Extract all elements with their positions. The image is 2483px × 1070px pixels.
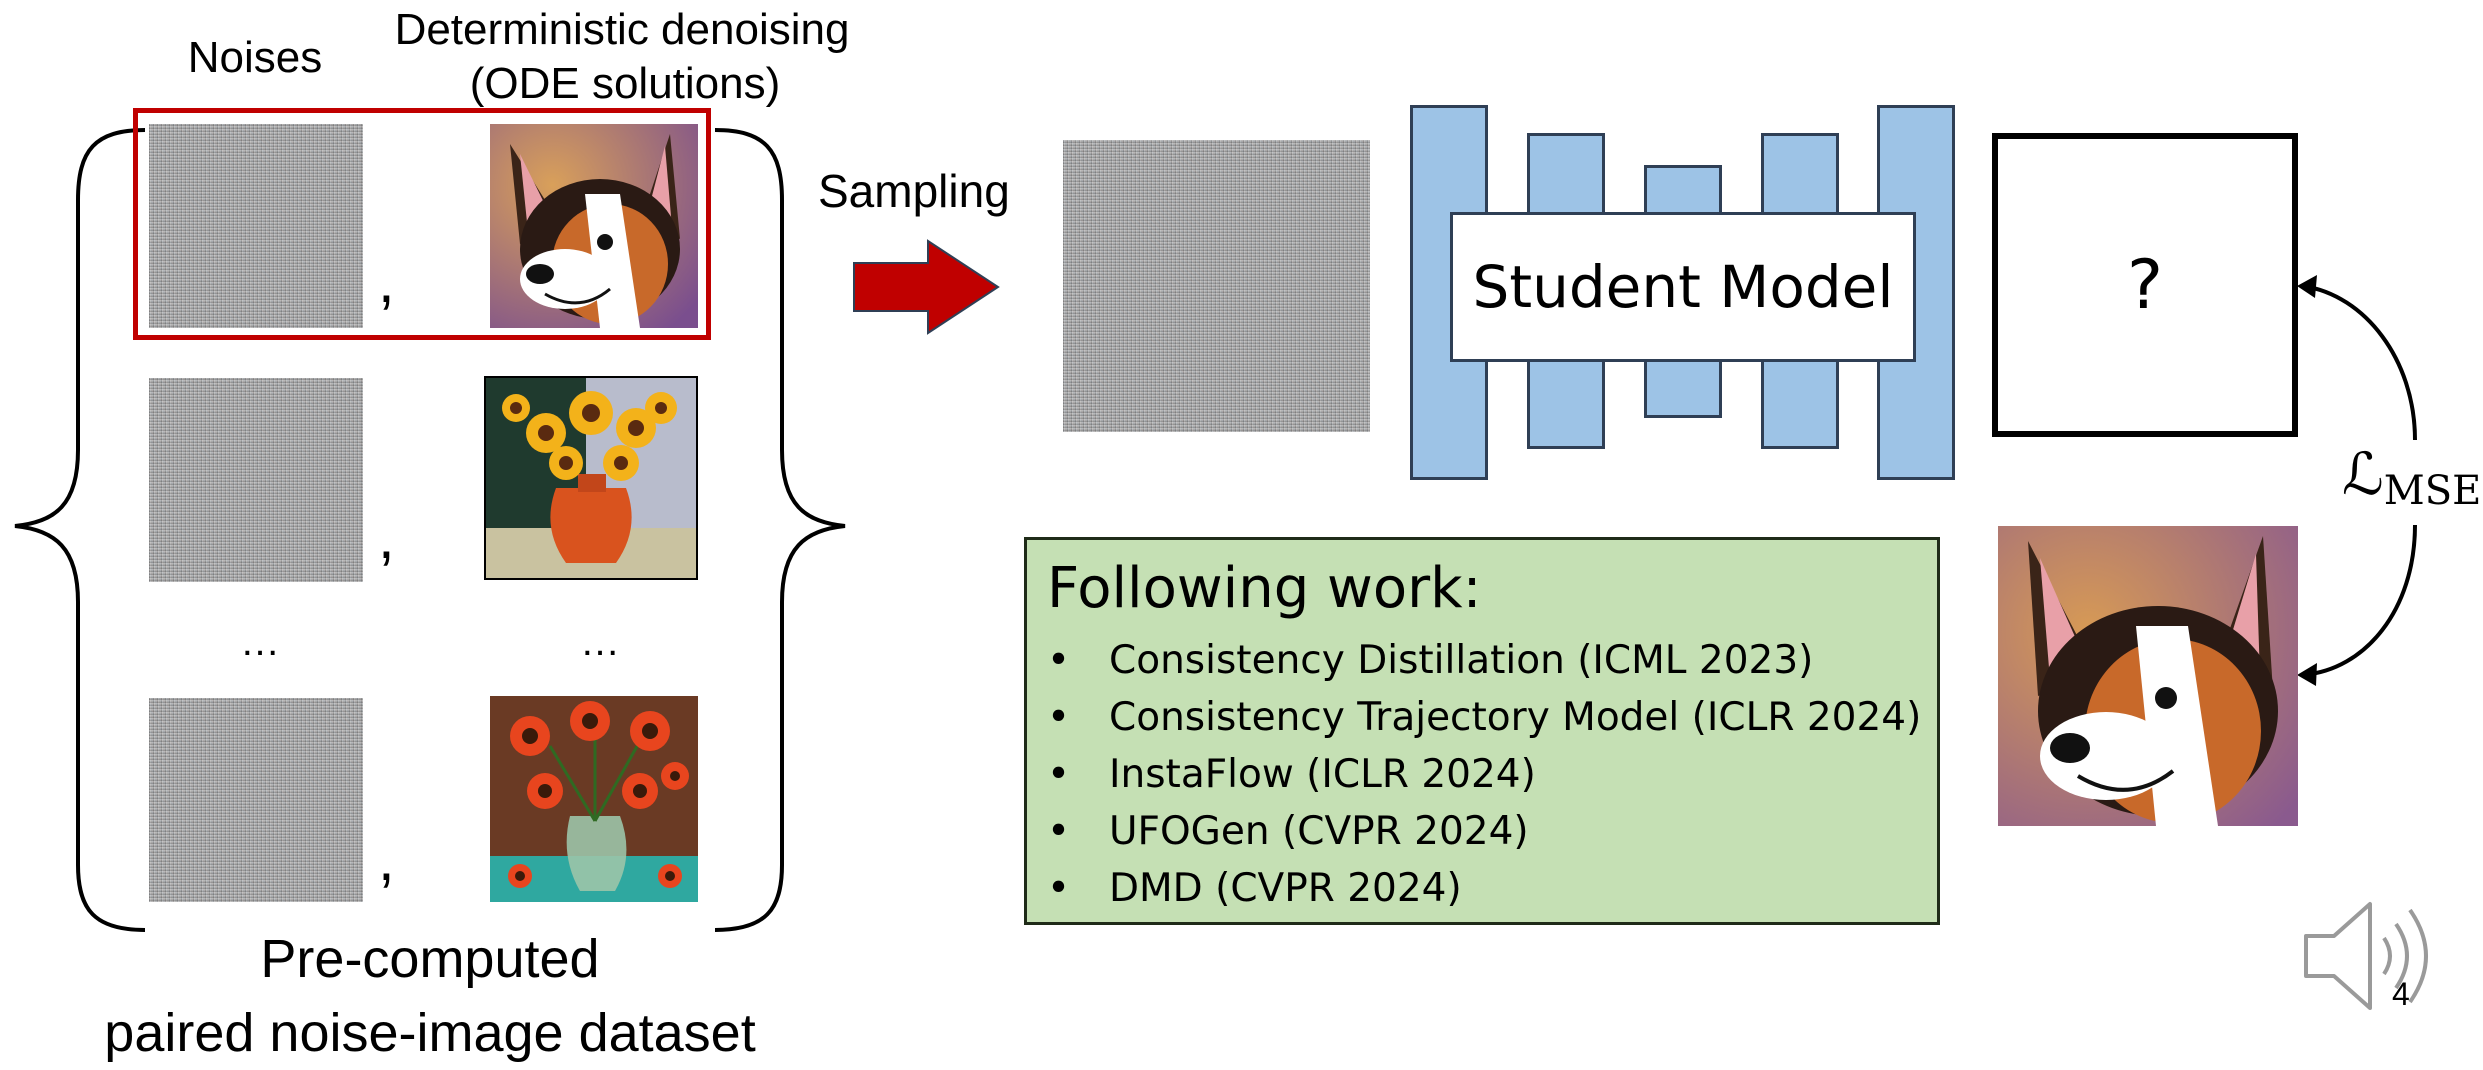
list-item-label: Consistency Trajectory Model (ICLR 2024): [1109, 695, 1922, 740]
noise-image: [149, 698, 363, 902]
noise-image: [149, 124, 363, 328]
corgi-painting-icon: [1998, 526, 2298, 826]
list-item: •UFOGen (CVPR 2024): [1047, 809, 1529, 854]
page-number: 4: [2392, 976, 2410, 1012]
pair-separator: ,: [378, 504, 395, 571]
list-item-label: UFOGen (CVPR 2024): [1109, 809, 1529, 854]
sampling-label: Sampling: [818, 165, 1010, 217]
mse-loss-label: ℒMSE: [2342, 440, 2481, 514]
list-item: •InstaFlow (ICLR 2024): [1047, 752, 1536, 797]
following-work-list: •Consistency Distillation (ICML 2023) •C…: [1047, 632, 1921, 917]
following-work-title: Following work:: [1047, 556, 1482, 621]
mse-loss-arrow-icon: [2297, 275, 2417, 686]
denoise-header-line1: Deterministic denoising: [394, 5, 850, 54]
loss-subscript: MSE: [2383, 468, 2482, 514]
output-placeholder-box: ?: [1992, 133, 2298, 437]
highlighted-pair-frame: [133, 108, 711, 340]
dataset-caption-line1: Pre-computed: [260, 929, 600, 989]
dataset-caption-line2: paired noise-image dataset: [104, 1003, 756, 1063]
list-item: •Consistency Distillation (ICML 2023): [1047, 638, 1814, 683]
student-model-label: Student Model: [1472, 253, 1894, 321]
corgi-painting-icon: [490, 124, 698, 328]
image-ellipsis: …: [580, 620, 620, 664]
student-model-box: Student Model: [1450, 212, 1916, 362]
loss-symbol: ℒ: [2342, 440, 2384, 508]
sampled-noise-image: [1063, 140, 1370, 432]
noises-header: Noises: [187, 33, 323, 82]
left-curly-brace: [14, 128, 146, 932]
pair-separator: ,: [378, 826, 395, 893]
list-item: •Consistency Trajectory Model (ICLR 2024…: [1047, 695, 1922, 740]
list-item-label: InstaFlow (ICLR 2024): [1109, 752, 1536, 797]
right-curly-brace: [714, 128, 846, 932]
output-placeholder: ?: [2126, 245, 2164, 325]
list-item-label: Consistency Distillation (ICML 2023): [1109, 638, 1814, 683]
pair-separator: ,: [378, 248, 395, 315]
sunflower-vase-painting-icon: [484, 376, 698, 580]
speaker-icon[interactable]: [2300, 896, 2450, 1016]
denoise-header-line2: (ODE solutions): [469, 59, 781, 108]
sampling-arrow-icon: [853, 239, 1000, 335]
noise-ellipsis: …: [240, 620, 280, 664]
sunflower-vase-painting-icon: [490, 696, 698, 902]
following-work-box: Following work: •Consistency Distillatio…: [1024, 537, 1940, 925]
list-item-label: DMD (CVPR 2024): [1109, 866, 1462, 911]
list-item: •DMD (CVPR 2024): [1047, 866, 1462, 911]
noise-image: [149, 378, 363, 582]
